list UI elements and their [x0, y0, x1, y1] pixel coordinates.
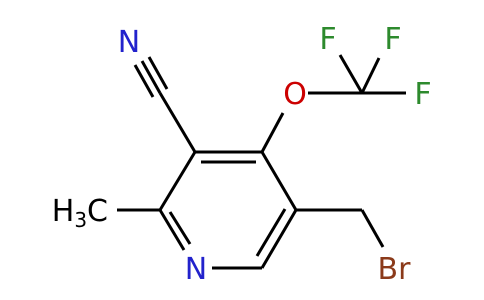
fluorine-left-label: F [319, 22, 336, 57]
ether-oxygen-label: O [283, 77, 307, 112]
methyl-label: H3C [52, 194, 108, 232]
bond-cf3-f-top [360, 57, 381, 94]
bond-c6-c5-outer [260, 209, 298, 269]
bond-c2-n1-outer [158, 209, 186, 251]
bond-ch2-br [360, 209, 385, 248]
bond-c3-c2 [158, 151, 197, 211]
bond-cf3-f-left [338, 54, 364, 94]
bond-triple-b [147, 56, 169, 90]
bond-triple-c [133, 64, 155, 98]
bond-c5-c4 [260, 151, 298, 211]
bond-c2-n1-inner [168, 211, 192, 245]
fluorine-top-label: F [384, 22, 401, 57]
methyl-h: H [52, 194, 75, 229]
bonds [117, 54, 406, 270]
methyl-c: C [87, 194, 108, 229]
atom-labels: N O F F F H3C N Br [52, 22, 432, 287]
bond-c4-o [260, 112, 285, 153]
ring-nitrogen-label: N [185, 252, 207, 287]
methyl-subscript: 3 [74, 208, 87, 232]
bond-triple-a [140, 60, 162, 94]
fluorine-right-label: F [414, 77, 431, 112]
bond-c3-cn [158, 92, 197, 153]
nitrile-nitrogen-label: N [118, 25, 140, 60]
bromine-label: Br [378, 252, 412, 287]
bond-c6-c5-inner [255, 208, 287, 257]
